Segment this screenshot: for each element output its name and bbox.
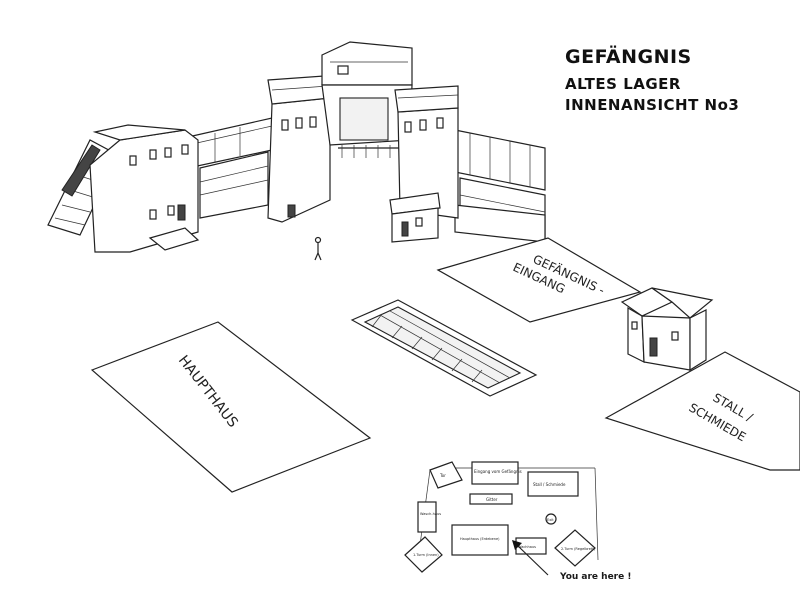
stall-area: STALL / SCHMIEDE <box>604 351 800 471</box>
left-walkway <box>187 117 273 219</box>
minimap: Tor Eingang vom Gefängnis Stall / Schmie… <box>404 461 599 573</box>
gate-tower <box>321 41 413 158</box>
haupthaus-area: HAUPTHAUS <box>90 321 372 493</box>
title-line-3: INNENANSICHT No3 <box>565 96 740 114</box>
minimap-wachhaus: Wachhaus <box>518 545 536 549</box>
right-walkway <box>454 129 546 243</box>
you-are-here-arrow <box>512 540 549 576</box>
minimap-exit: Exit <box>547 518 554 522</box>
minimap-eingang: Eingang vom Gefängnis <box>474 469 522 474</box>
minimap-turm2: 2.Turm (Regelbrett) <box>561 547 596 551</box>
title-line-1: GEFÄNGNIS <box>565 46 692 68</box>
entrance-house <box>620 287 714 372</box>
right-tower <box>394 85 459 219</box>
person-figure <box>314 236 322 261</box>
you-are-here-label: You are here ! <box>560 572 632 582</box>
minimap-stall: Stall / Schmiede <box>533 482 566 487</box>
guardhouse <box>389 192 441 243</box>
left-tower <box>267 75 331 223</box>
minimap-wasch: Wasch-haus <box>420 512 441 516</box>
minimap-tor: Tor <box>439 473 446 478</box>
prison-entrance-area: GEFÄNGNIS - EINGANG <box>436 237 642 323</box>
minimap-haupthaus: Haupthaus (Erdebene) <box>460 537 500 541</box>
title-line-2: ALTES LAGER <box>565 75 681 93</box>
minimap-gitter: Gitter <box>486 497 498 502</box>
grate <box>350 299 538 397</box>
left-building <box>89 124 200 253</box>
minimap-turm1: 1.Turm (Innen) <box>413 553 439 557</box>
